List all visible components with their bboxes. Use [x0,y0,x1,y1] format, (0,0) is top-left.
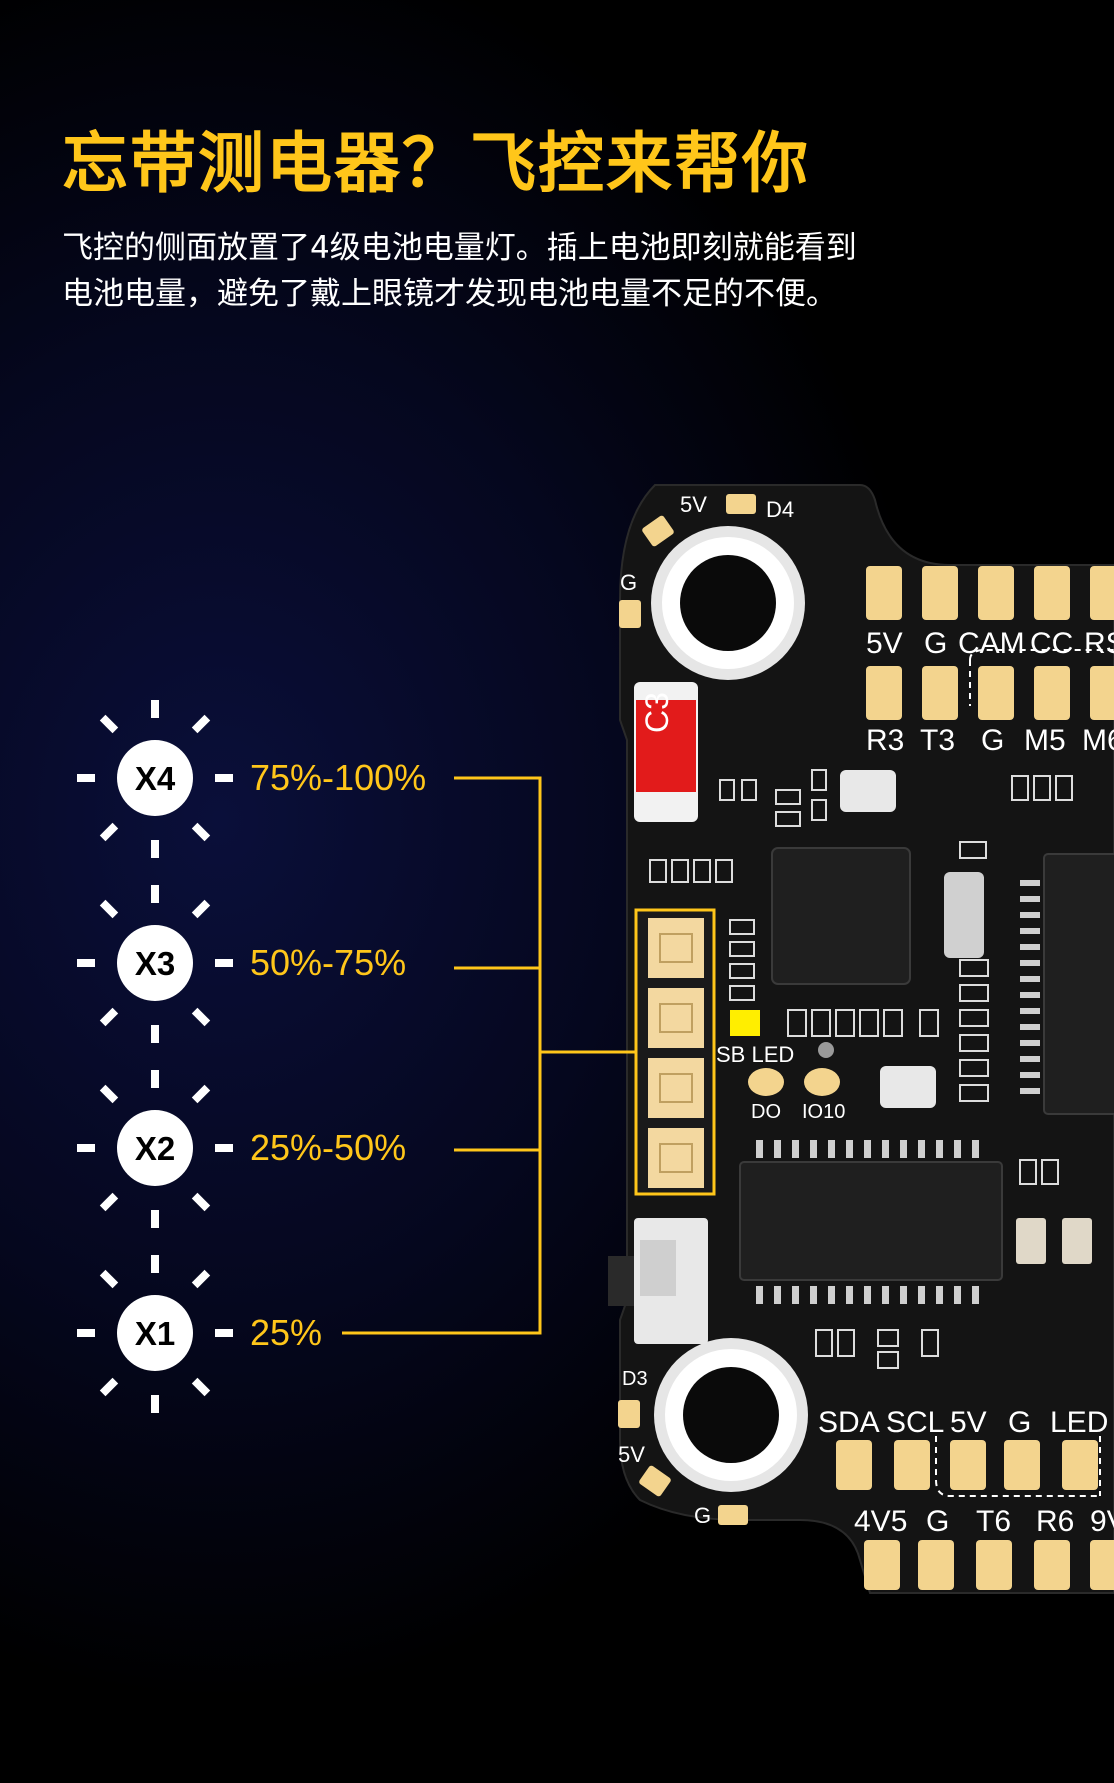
svg-text:M6: M6 [1082,724,1114,757]
level-x2-label: 25%-50% [250,1127,406,1168]
battery-led-strip [634,908,716,1196]
level-x4-label: 75%-100% [250,757,426,798]
pad-do-label: DO [751,1101,781,1123]
svg-text:CC: CC [1030,627,1073,660]
flash-pins [756,1140,979,1304]
level-x1-label: 25% [250,1312,322,1353]
svg-text:G: G [926,1505,949,1538]
bottom-pad-row-1-labels: SDA SCL 5V G LED [818,1406,1108,1439]
button-boot [840,770,896,812]
svg-text:T3: T3 [920,724,955,757]
svg-text:9V: 9V [1090,1505,1114,1538]
mounting-hole-bottom [654,1338,808,1492]
slide-switch [608,1218,708,1344]
resistor-1 [1016,1218,1046,1264]
svg-text:G: G [981,724,1004,757]
pad-g-top-label: G [620,570,637,595]
bottom-pad-row-2-labels: 4V5 G T6 R6 9V [854,1505,1114,1538]
pad-io10 [804,1068,840,1096]
pad-g-bottom [718,1505,748,1525]
pad-5v-top [726,494,756,514]
bottom-pad-row-2 [864,1540,1114,1590]
sb-led-label: SB LED [716,1042,794,1067]
svg-text:RS: RS [1084,627,1114,660]
svg-text:CAM: CAM [958,627,1025,660]
svg-text:R3: R3 [866,724,904,757]
button-reset [880,1066,936,1108]
svg-text:5V: 5V [866,627,903,660]
battery-levels: X4 75%-100% X3 50%-75% [77,700,426,1413]
pad-d4-label: D4 [766,497,794,522]
level-x2-icon-label: X2 [135,1130,175,1167]
svg-text:T6: T6 [976,1505,1011,1538]
pad-bottom-left [639,1465,671,1497]
ic-gyro [771,847,911,985]
pad-g-top [619,600,641,628]
pad-d3 [618,1400,640,1428]
pad-5v-top-label: 5V [680,492,707,517]
bottom-pad-row-1 [836,1440,1098,1490]
level-x4-icon-label: X4 [135,760,176,797]
mounting-hole-top [651,526,805,680]
via [818,1042,834,1058]
svg-text:G: G [1008,1406,1031,1439]
pad-d3-label: D3 [622,1368,648,1390]
svg-text:G: G [924,627,947,660]
level-x3-label: 50%-75% [250,942,406,983]
capacitor-c3: C3 [634,682,698,822]
page-title: 忘带测电器？飞控来帮你 [62,125,810,202]
svg-text:LED: LED [1050,1406,1108,1439]
top-pad-row-2-labels: R3 T3 G M5 M6 [866,724,1114,757]
svg-text:M5: M5 [1024,724,1066,757]
top-pad-row-2 [866,666,1114,720]
level-x1-icon-label: X1 [135,1315,175,1352]
description-line-2: 电池电量，避免了戴上眼镜才发现电池电量不足的不便。 [62,276,837,312]
level-x4: X4 75%-100% [77,700,426,858]
pad-io10-label: IO10 [802,1101,845,1123]
resistor-2 [1062,1218,1092,1264]
top-pad-row-1 [866,566,1114,620]
svg-text:5V: 5V [950,1406,987,1439]
pad-do [748,1068,784,1096]
description-line-1: 飞控的侧面放置了4级电池电量灯。插上电池即刻就能看到 [62,230,857,266]
page-description: 飞控的侧面放置了4级电池电量灯。插上电池即刻就能看到 电池电量，避免了戴上眼镜才… [62,225,982,317]
crystal [944,872,984,958]
connector-lines [342,776,636,1335]
sun-icon [77,700,233,858]
sun-icon [77,1070,233,1228]
level-x3: X3 50%-75% [77,885,406,1043]
usb-led [730,1010,760,1036]
svg-text:SDA: SDA [818,1406,880,1439]
level-x2: X2 25%-50% [77,1070,406,1228]
pad-5v-bottom-label: 5V [618,1442,645,1467]
flight-controller-board: 5V D4 G D3 5V G 5V G CAM CC RS [608,484,1114,1594]
ic-mcu [1043,853,1114,1115]
mcu-pins [1020,880,1040,1094]
svg-text:4V5: 4V5 [854,1505,907,1538]
pad-g-bottom-label: G [694,1503,711,1528]
svg-text:SCL: SCL [886,1406,944,1439]
svg-text:R6: R6 [1036,1505,1074,1538]
capacitor-label: C3 [639,692,675,733]
pad-top-left [642,515,674,547]
small-components [649,769,1073,1369]
sun-icon [77,885,233,1043]
level-x1: X1 25% [77,1255,322,1413]
level-x3-icon-label: X3 [135,945,175,982]
ic-flash [739,1161,1003,1281]
sun-icon [77,1255,233,1413]
top-pad-row-1-labels: 5V G CAM CC RS [866,627,1114,660]
